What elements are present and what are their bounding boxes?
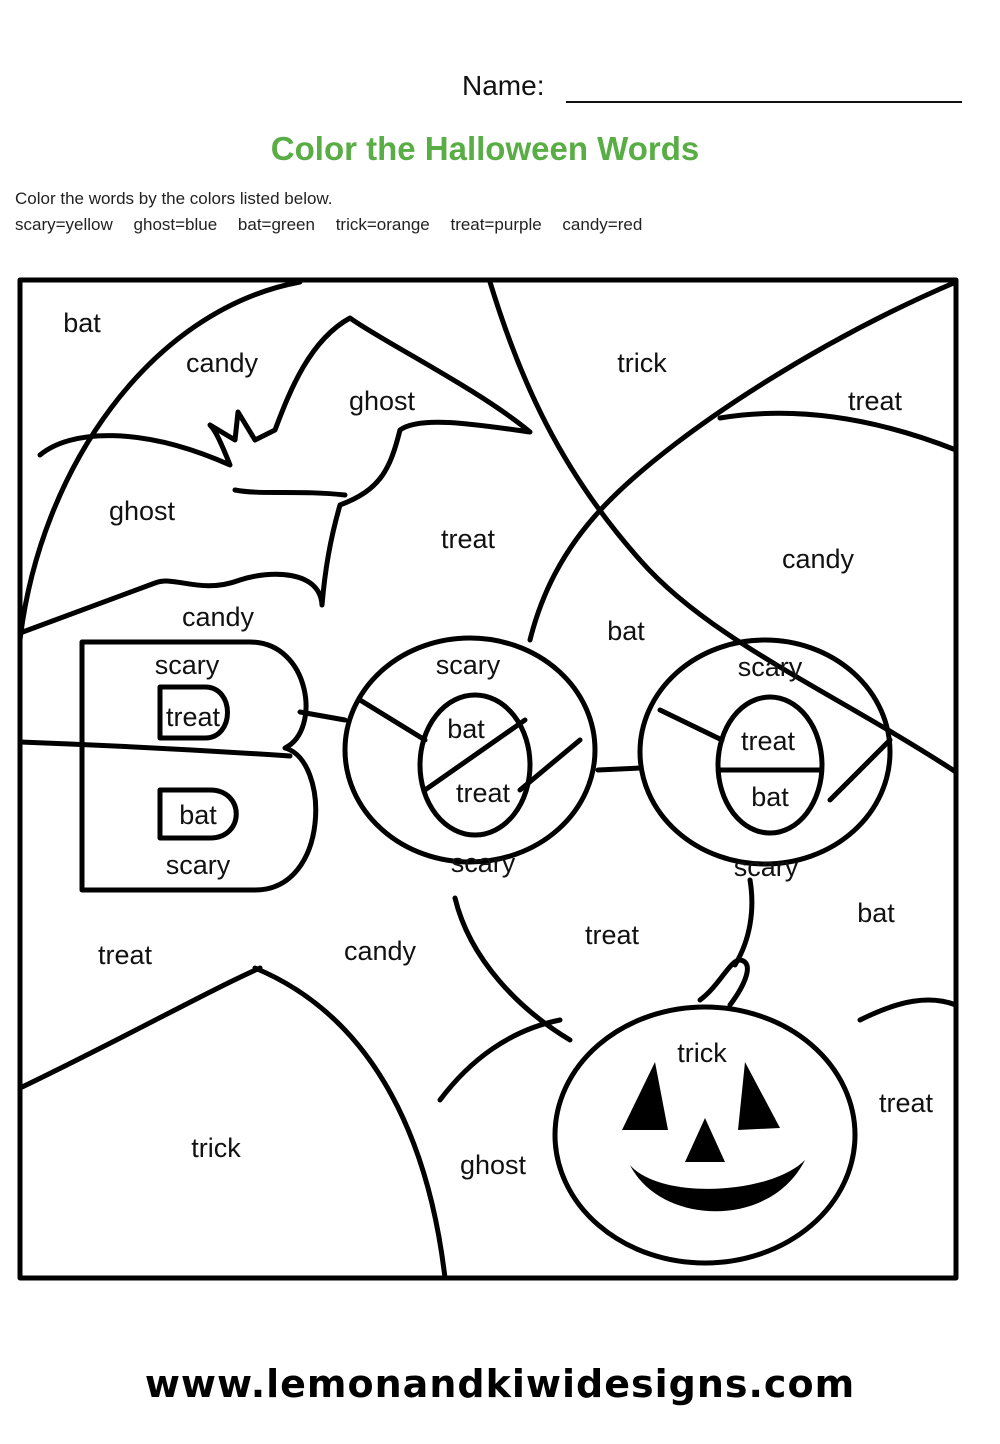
arc-treat <box>717 410 959 453</box>
letter-o-2 <box>637 637 893 867</box>
word: bat <box>607 616 645 646</box>
line-b-left <box>17 739 293 759</box>
curve-right <box>857 997 959 1023</box>
curve-lower-mid <box>452 895 573 1043</box>
key-scary: scary=yellow <box>15 215 113 234</box>
letter-b-hole-top <box>157 684 230 741</box>
arc-top-left <box>17 279 303 643</box>
word: bat <box>179 800 217 830</box>
worksheet-title: Color the Halloween Words <box>270 130 700 167</box>
picture-frame <box>17 277 959 1281</box>
letter-o-1 <box>342 635 598 865</box>
word: trick <box>191 1133 241 1163</box>
word: bat <box>447 714 485 744</box>
word: scary <box>436 650 501 680</box>
bo-link <box>297 709 348 723</box>
website-footer[interactable]: www.lemonandkiwidesigns.com <box>144 1362 856 1406</box>
bat-outline <box>17 315 533 636</box>
name-label: Name: <box>462 70 545 101</box>
word: treat <box>741 726 796 756</box>
pumpkin-mouth <box>630 1160 805 1212</box>
word: bat <box>751 782 789 812</box>
word: treat <box>166 702 221 732</box>
arc-bottom-left <box>17 965 263 1091</box>
word: candy <box>182 602 255 632</box>
pumpkin-left-eye <box>622 1062 668 1130</box>
word: treat <box>441 524 496 554</box>
letter-b <box>79 639 319 893</box>
word: treat <box>585 920 640 950</box>
word: ghost <box>109 496 176 526</box>
word: treat <box>879 1088 934 1118</box>
word: bat <box>63 308 101 338</box>
o1-tail <box>517 737 583 793</box>
pumpkin-right-eye <box>738 1062 780 1130</box>
word: scary <box>155 650 220 680</box>
word: scary <box>166 850 231 880</box>
word: candy <box>344 936 417 966</box>
pumpkin-vine <box>732 877 755 968</box>
bat-wing-line <box>232 487 348 498</box>
word: scary <box>451 848 516 878</box>
key-candy: candy=red <box>562 215 643 234</box>
key-bat: bat=green <box>237 215 315 234</box>
word: scary <box>738 652 803 682</box>
letter-o-2-hole <box>715 694 825 836</box>
word: treat <box>98 940 153 970</box>
word: trick <box>677 1038 727 1068</box>
letter-b-hole-bottom <box>157 787 239 841</box>
o1-link <box>357 697 428 743</box>
word: candy <box>782 544 855 574</box>
curve-ghost <box>437 1017 563 1103</box>
key-treat: treat=purple <box>450 215 542 234</box>
o2-tail <box>827 737 893 803</box>
pumpkin-stem <box>697 957 750 1008</box>
word: treat <box>456 778 511 808</box>
o2-link <box>657 707 725 743</box>
letter-o-1-hole <box>417 692 533 838</box>
pumpkin-body <box>552 1004 858 1266</box>
color-key: scary=yellow ghost=blue bat=green trick=… <box>15 215 658 235</box>
name-field-line[interactable] <box>566 101 962 103</box>
o1-split <box>422 717 528 793</box>
word: bat <box>857 898 895 928</box>
word: ghost <box>349 386 416 416</box>
word: ghost <box>460 1150 527 1180</box>
key-ghost: ghost=blue <box>133 215 218 234</box>
arc-right <box>527 279 959 643</box>
arc-diagonal <box>487 279 959 775</box>
arc-trick <box>252 965 448 1281</box>
word: trick <box>617 348 667 378</box>
word: treat <box>848 386 903 416</box>
instruction-text: Color the words by the colors listed bel… <box>15 189 333 208</box>
pumpkin-nose <box>685 1118 725 1162</box>
word: scary <box>734 852 799 882</box>
pumpkin-face <box>622 1062 805 1212</box>
oo-link <box>595 765 643 773</box>
word: candy <box>186 348 259 378</box>
key-trick: trick=orange <box>335 215 430 234</box>
